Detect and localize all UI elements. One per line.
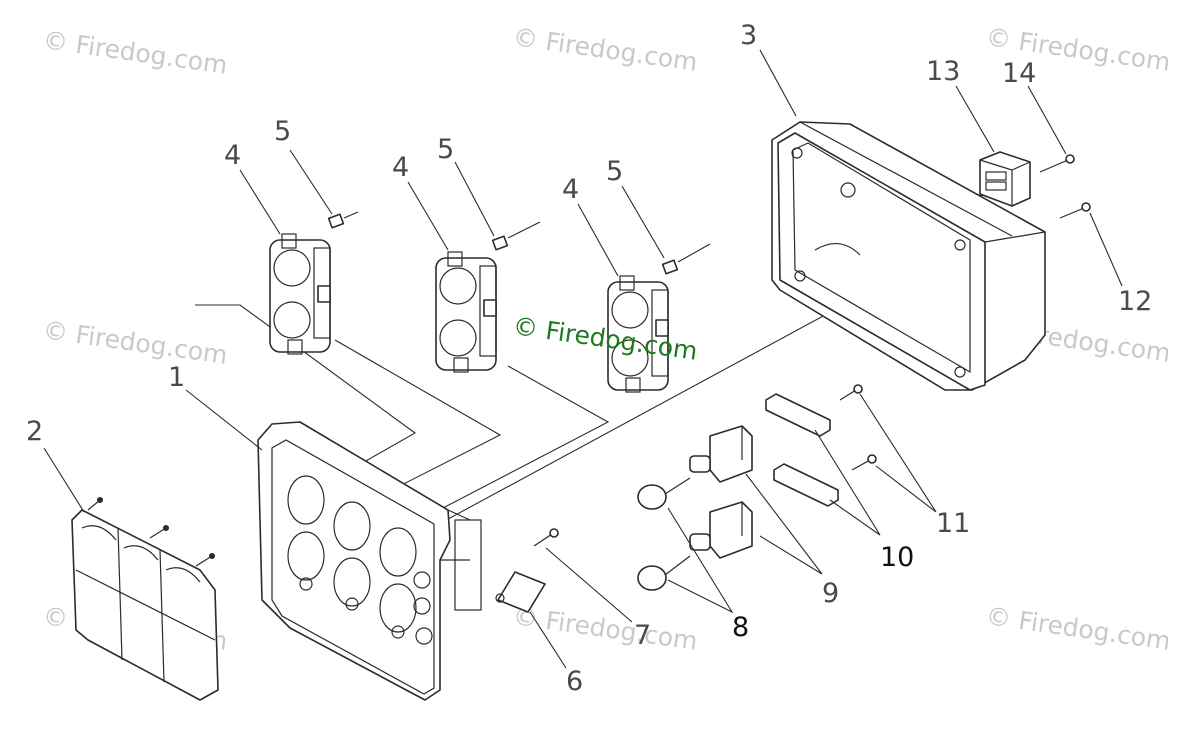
watermark: © Firedog.com — [511, 22, 699, 77]
watermark: © Firedog.com — [41, 315, 229, 370]
callout-6: 6 — [566, 666, 583, 697]
screw-part-11-a — [839, 384, 863, 401]
center-watermark: © Firedog.com — [511, 311, 699, 366]
callout-2: 2 — [26, 416, 43, 447]
callout-4b: 4 — [392, 152, 409, 183]
callout-1: 1 — [168, 362, 185, 393]
breaker-part-9-b — [689, 501, 753, 559]
screw-part-11-b — [851, 454, 877, 471]
screw-part-12 — [1059, 202, 1091, 219]
receptacle-part-4-b — [435, 251, 497, 373]
nut-part-5-c — [661, 243, 711, 275]
callout-3: 3 — [740, 20, 757, 51]
callout-9: 9 — [822, 578, 839, 609]
screw-part-14 — [1039, 154, 1075, 173]
callout-labels: 1 2 3 4 5 4 5 4 5 6 7 8 9 10 11 12 13 14 — [26, 20, 1152, 697]
bracket-part-10-a — [765, 393, 831, 437]
nut-part-5-b — [491, 221, 541, 251]
callout-4a: 4 — [224, 140, 241, 171]
callout-7: 7 — [634, 620, 651, 651]
rear-box-part-3 — [771, 121, 1046, 391]
callout-leaders — [43, 49, 1123, 669]
callout-12: 12 — [1118, 286, 1152, 317]
callout-14: 14 — [1002, 58, 1036, 89]
callout-13: 13 — [926, 56, 960, 87]
nut-part-5-a — [327, 211, 359, 229]
bracket-part-10-b — [773, 463, 839, 507]
callout-5b: 5 — [437, 134, 454, 165]
watermark: © Firedog.com — [511, 601, 699, 656]
callout-5c: 5 — [606, 156, 623, 187]
front-panel-part-1 — [257, 421, 482, 701]
callout-10: 10 — [880, 542, 914, 573]
receptacle-part-4-c — [607, 275, 669, 393]
cover-part-2 — [71, 497, 219, 701]
lamp-cap-part-8-a — [637, 477, 691, 510]
breaker-part-9-a — [689, 425, 753, 483]
terminal-block-part-13 — [979, 151, 1031, 207]
callout-11: 11 — [936, 508, 970, 539]
pilot-lamp-part-6 — [495, 571, 546, 613]
screw-part-7 — [533, 528, 559, 547]
watermark: © Firedog.com — [41, 25, 229, 80]
callout-5a: 5 — [274, 116, 291, 147]
callout-8: 8 — [732, 612, 749, 643]
lamp-cap-part-8-b — [637, 555, 691, 591]
receptacle-part-4-a — [269, 233, 331, 355]
callout-4c: 4 — [562, 174, 579, 205]
watermark: © Firedog.com — [984, 601, 1172, 656]
